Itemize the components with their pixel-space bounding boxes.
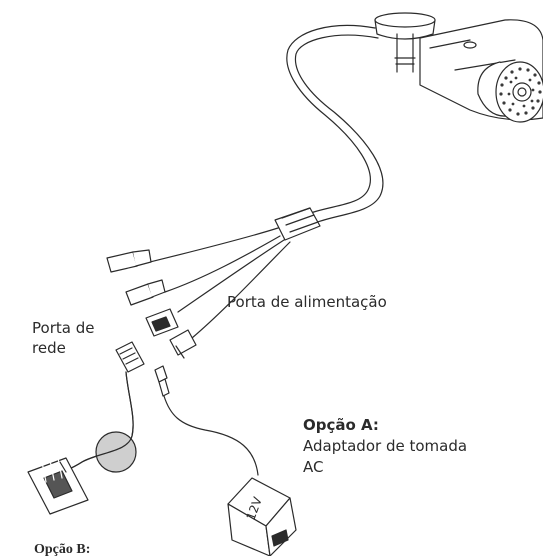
cable-coil-highlight xyxy=(95,431,137,473)
ac-power-adapter xyxy=(227,477,297,556)
option-a-description-line1: Adaptador de tomada xyxy=(303,437,468,455)
bullet-camera xyxy=(374,12,543,123)
pigtail-cable-2 xyxy=(164,235,281,293)
main-cable xyxy=(286,24,384,225)
network-wall-socket xyxy=(27,457,89,515)
rj45-plug xyxy=(115,341,145,373)
pigtail-cable-4 xyxy=(191,241,291,339)
cable-splitter xyxy=(274,207,321,241)
option-a-title: Opção A: xyxy=(303,416,379,434)
power-port-connector xyxy=(169,329,197,359)
option-b-title: Opção B: xyxy=(34,542,91,557)
pigtail-cable-3 xyxy=(177,239,285,313)
video-connector xyxy=(106,249,152,273)
network-port-label-line1: Porta de xyxy=(32,319,95,337)
option-a-description-line2: AC xyxy=(303,458,324,476)
network-port-label-line2: rede xyxy=(32,339,66,357)
power-cable xyxy=(163,395,259,476)
audio-connector xyxy=(125,279,166,306)
network-port-connector xyxy=(145,308,179,337)
pigtail-cable-1 xyxy=(149,227,279,263)
camera-ir-led-ring xyxy=(499,67,542,116)
power-port-label: Porta de alimentação xyxy=(227,293,387,311)
dc-plug xyxy=(154,365,170,397)
